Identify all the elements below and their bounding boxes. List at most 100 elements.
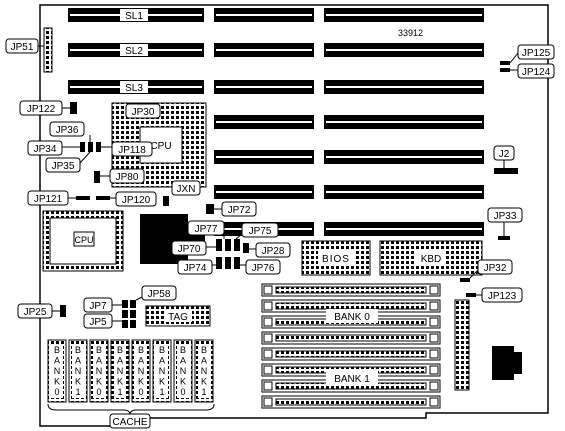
cache-chip-letter: K <box>201 377 207 387</box>
jp123-jumper <box>466 293 476 297</box>
simm-slot <box>261 395 441 409</box>
isa-slot-sl1: SL1 <box>68 8 204 22</box>
cache-chip-letter: B <box>138 345 144 355</box>
isa-slots-column-3 <box>324 8 484 236</box>
bank0-label: BANK 0 <box>334 312 370 323</box>
jp51-connector <box>38 27 53 73</box>
jp33-label: JP33 <box>487 207 523 236</box>
svg-text:JP70: JP70 <box>178 244 201 255</box>
cache-chip-letter: K <box>54 377 60 387</box>
jp58-label: JP58 <box>135 285 177 301</box>
svg-text:JP123: JP123 <box>488 291 517 302</box>
jp36-label: JP36 <box>49 121 85 137</box>
cache-chip-letter: N <box>180 366 187 376</box>
jp80-label: JP80 <box>100 168 145 184</box>
cpu-chip-lower: CPU <box>42 210 124 272</box>
cache-chip-letter: 1 <box>159 387 164 397</box>
cache-chip-letter: A <box>96 356 102 366</box>
cache-chip-letter: 1 <box>75 387 80 397</box>
jp70-label: JP70 <box>171 240 216 256</box>
svg-text:JP28: JP28 <box>262 246 285 257</box>
cache-chip-letter: B <box>96 345 102 355</box>
cache-chip-letter: K <box>180 377 186 387</box>
jp5-label: JP5 <box>83 313 122 329</box>
cpu-lower-label: CPU <box>74 235 93 245</box>
svg-text:JP74: JP74 <box>184 263 207 274</box>
cache-chip-letter: B <box>201 345 207 355</box>
slot-label-sl2: SL2 <box>125 46 143 57</box>
jp25-label: JP25 <box>17 303 60 319</box>
simm-slot <box>261 347 441 361</box>
jp72-jumper <box>206 204 214 214</box>
jp72-label: JP72 <box>214 201 257 217</box>
cache-chip-letter: 0 <box>54 387 59 397</box>
jp125-label: JP125 <box>517 44 555 60</box>
svg-text:JP7: JP7 <box>89 301 107 312</box>
jp122-jumper <box>70 102 77 114</box>
isa-slot-sl2: SL2 <box>68 43 204 57</box>
cache-chip-letter: N <box>96 366 103 376</box>
cache-chip-letter: 0 <box>180 387 185 397</box>
jp32-label: JP32 <box>469 259 513 279</box>
jp7-jp5-jp58-jumpers <box>122 300 136 328</box>
kbd-label: KBD <box>421 254 442 265</box>
chipset-chip <box>140 214 188 264</box>
jp74-label: JP74 <box>177 259 216 275</box>
simm-slot <box>261 331 441 345</box>
jp51-label: JP51 <box>5 38 39 54</box>
svg-text:JP32: JP32 <box>484 263 507 274</box>
jxn-jumper <box>163 196 169 206</box>
jxn-label: JXN <box>171 180 201 196</box>
memory-simm-slots: BANK 0 BANK 1 <box>261 283 441 409</box>
cache-chip-letter: 0 <box>96 387 101 397</box>
svg-text:JP36: JP36 <box>56 125 79 136</box>
jp124-label: JP124 <box>517 63 555 79</box>
svg-text:JP120: JP120 <box>122 195 151 206</box>
svg-text:JP77: JP77 <box>195 224 218 235</box>
svg-text:JP25: JP25 <box>24 307 47 318</box>
keyboard-connector <box>492 346 522 380</box>
cache-chip-letter: N <box>159 366 166 376</box>
jp7-label: JP7 <box>83 297 122 313</box>
svg-text:JP72: JP72 <box>228 205 251 216</box>
svg-text:JP124: JP124 <box>522 67 551 78</box>
cache-chip-letter: K <box>117 377 123 387</box>
jp30-label: JP30 <box>125 103 161 119</box>
jp32-jumper <box>460 278 470 282</box>
jp123-label: JP123 <box>476 287 523 303</box>
cache-chip-letter: N <box>54 366 61 376</box>
cpu-upper-label: CPU <box>150 141 171 152</box>
bios-chip: BIOS <box>301 240 371 276</box>
svg-text:JP75: JP75 <box>249 226 272 237</box>
isa-slot-sl3: SL3 <box>68 80 204 94</box>
cache-chip-letter: A <box>75 356 81 366</box>
svg-text:JP51: JP51 <box>11 42 34 53</box>
tag-chip: TAG <box>145 305 211 327</box>
cache-chip-letter: 1 <box>201 387 206 397</box>
cache-chip-letter: N <box>201 366 208 376</box>
cache-chip-letter: K <box>138 377 144 387</box>
jp35-label: JP35 <box>45 151 91 173</box>
board-model-number: 33912 <box>398 28 423 38</box>
svg-text:JP122: JP122 <box>27 104 56 115</box>
cache-chip-letter: B <box>117 345 123 355</box>
vertical-connector <box>454 299 470 391</box>
svg-text:JP34: JP34 <box>34 144 57 155</box>
svg-text:JP76: JP76 <box>252 263 275 274</box>
simm-slot <box>261 283 441 297</box>
cache-chip-letter: N <box>138 366 145 376</box>
svg-text:JP5: JP5 <box>89 317 107 328</box>
svg-text:JXN: JXN <box>177 184 196 195</box>
cache-chip-letter: B <box>54 345 60 355</box>
cache-chip-letter: A <box>138 356 144 366</box>
simm-slot <box>261 363 441 377</box>
bank1-label: BANK 1 <box>334 374 370 385</box>
svg-text:JP35: JP35 <box>52 161 75 172</box>
jp75-label: JP75 <box>235 222 279 240</box>
cache-chip-letter: B <box>75 345 81 355</box>
